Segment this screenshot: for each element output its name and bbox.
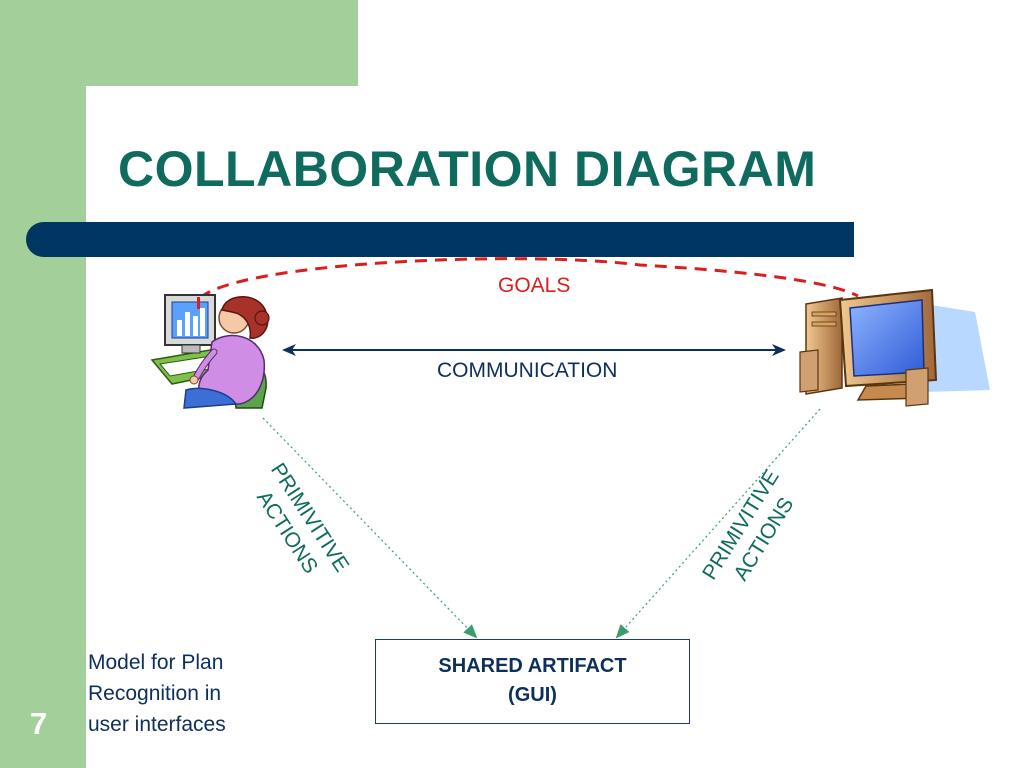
goals-label: GOALS	[498, 274, 571, 297]
goals-dashed-arc	[199, 257, 859, 300]
shared-artifact-line1: SHARED ARTIFACT	[438, 655, 627, 677]
page-number: 7	[30, 706, 48, 741]
top-green-band	[0, 0, 358, 86]
model-note-line1: Model for Plan	[88, 651, 224, 674]
communication-label: COMMUNICATION	[437, 359, 618, 382]
shared-artifact-line2: (GUI)	[508, 684, 557, 706]
model-note-line2: Recognition in	[88, 682, 222, 705]
primitive-actions-arrow-right	[615, 408, 821, 639]
primitive-actions-arrow-left	[262, 417, 478, 639]
title-underline-bar	[26, 222, 854, 257]
model-note-line3: user interfaces	[88, 713, 226, 736]
left-green-band	[0, 0, 86, 768]
slide-title: COLLABORATION DIAGRAM	[118, 141, 817, 197]
shared-artifact-label: SHARED ARTIFACT (GUI)	[376, 652, 689, 710]
desktop-computer-icon	[799, 288, 990, 407]
shared-artifact-box: SHARED ARTIFACT (GUI)	[375, 639, 690, 724]
woman-at-computer-icon	[150, 294, 270, 409]
model-note: Model for Plan Recognition in user inter…	[88, 647, 226, 740]
